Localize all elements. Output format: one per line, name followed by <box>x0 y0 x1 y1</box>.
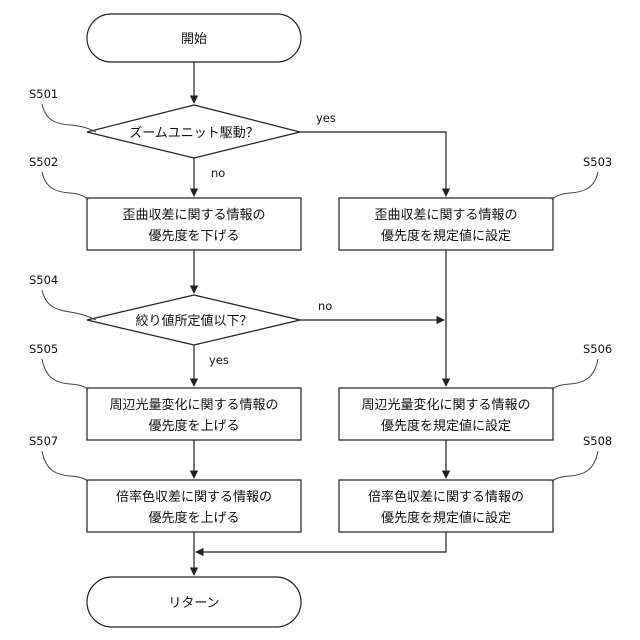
leader-s501 <box>42 104 96 132</box>
end-label: リターン <box>168 596 219 611</box>
ref-s502: S502 <box>29 155 58 169</box>
label-s504-yes: yes <box>209 353 229 367</box>
leader-s507 <box>42 451 88 482</box>
ref-s501: S501 <box>29 87 58 101</box>
leader-s505 <box>42 359 88 390</box>
connector-s508-merge <box>196 532 446 552</box>
leader-s502 <box>42 172 88 200</box>
s505-line1: 周辺光量変化に関する情報の <box>109 397 278 413</box>
s503-line2: 優先度を規定値に設定 <box>381 228 511 244</box>
leader-s508 <box>552 451 598 482</box>
s508-line2: 優先度を規定値に設定 <box>381 510 511 526</box>
connector-s501-yes <box>300 132 446 196</box>
s506-line1: 周辺光量変化に関する情報の <box>361 397 530 413</box>
decision-s501-label: ズームユニット駆動？ <box>129 125 259 141</box>
s503-line1: 歪曲収差に関する情報の <box>374 208 517 223</box>
s507-line1: 倍率色収差に関する情報の <box>116 489 272 505</box>
ref-s503: S503 <box>583 155 612 169</box>
leader-s503 <box>552 172 598 200</box>
ref-s505: S505 <box>29 342 58 356</box>
s508-line1: 倍率色収差に関する情報の <box>368 489 524 505</box>
ref-s507: S507 <box>29 434 58 448</box>
label-s501-yes: yes <box>316 111 336 125</box>
leader-s504 <box>42 290 96 320</box>
s507-line2: 優先度を上げる <box>148 510 239 526</box>
leader-s506 <box>552 359 598 390</box>
label-s504-no: no <box>318 299 332 313</box>
s502-line1: 歪曲収差に関する情報の <box>122 208 265 223</box>
ref-s508: S508 <box>583 434 612 448</box>
s505-line2: 優先度を上げる <box>148 418 239 434</box>
start-label: 開始 <box>181 32 207 47</box>
ref-s504: S504 <box>29 273 58 287</box>
ref-s506: S506 <box>583 342 612 356</box>
decision-s504-label: 絞り値所定値以下？ <box>135 313 252 329</box>
s502-line2: 優先度を下げる <box>148 228 239 244</box>
label-s501-no: no <box>211 166 225 180</box>
s506-line2: 優先度を規定値に設定 <box>381 418 511 434</box>
